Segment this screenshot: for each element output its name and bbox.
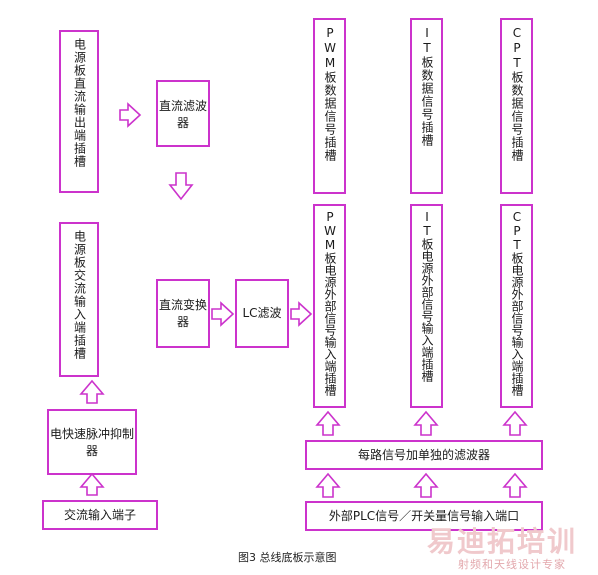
arrow-down-dc-converter (168, 172, 194, 201)
dc-filter-box: 直流滤波器 (156, 80, 210, 147)
dc-filter-label: 直流滤波器 (158, 99, 207, 130)
arrow-right-lc-filter (211, 301, 235, 327)
ac-input-slot-box: 电源板交流输入端插槽 (59, 222, 99, 377)
dc-converter-box: 直流变换器 (156, 279, 210, 348)
ac-input-slot-label: 电源板交流输入端插槽 (72, 230, 87, 360)
pwm-power-slot-box: PWM板电源外部信号输入端插槽 (313, 204, 346, 408)
signal-filter-box: 每路信号加单独的滤波器 (305, 440, 543, 470)
signal-filter-label: 每路信号加单独的滤波器 (357, 448, 490, 462)
cpt-power-slot-label: CPT板电源外部信号输入端插槽 (510, 210, 524, 396)
pwm-data-slot-label: PWM板数据信号插槽 (323, 26, 337, 162)
arrow-up-filter-pwm (315, 472, 341, 498)
arrow-up-ac-slot (79, 379, 105, 404)
pwm-data-slot-box: PWM板数据信号插槽 (313, 18, 346, 194)
lc-filter-label: LC滤波 (242, 306, 282, 320)
ac-input-terminal-box: 交流输入端子 (42, 500, 158, 530)
cpt-data-slot-box: CPT板数据信号插槽 (500, 18, 533, 194)
dc-converter-label: 直流变换器 (158, 298, 207, 329)
arrow-up-suppressor (79, 472, 105, 496)
pulse-suppressor-label: 电快速脉冲抑制器 (49, 427, 134, 458)
it-data-slot-label: IT板数据信号插槽 (420, 26, 434, 147)
ac-input-terminal-label: 交流输入端子 (63, 508, 136, 522)
dc-output-slot-box: 电源板直流输出端插槽 (59, 30, 99, 193)
arrow-up-it-slot (413, 410, 439, 436)
watermark-logo: 易迪拓培训 (427, 525, 578, 558)
dc-output-slot-label: 电源板直流输出端插槽 (72, 38, 87, 168)
plc-input-port-box: 外部PLC信号／开关量信号输入端口 (305, 501, 543, 531)
pwm-power-slot-label: PWM板电源外部信号输入端插槽 (323, 210, 337, 396)
arrow-right-pwm-power (290, 301, 313, 327)
pulse-suppressor-box: 电快速脉冲抑制器 (47, 409, 137, 475)
figure-caption: 图3 总线底板示意图 (238, 551, 337, 564)
it-power-slot-box: IT板电源外部信号输入端插槽 (410, 204, 443, 408)
it-power-slot-label: IT板电源外部信号输入端插槽 (420, 210, 434, 382)
it-data-slot-box: IT板数据信号插槽 (410, 18, 443, 194)
watermark-tagline: 射频和天线设计专家 (458, 558, 566, 571)
arrow-up-cpt-slot (502, 410, 528, 436)
arrow-up-filter-cpt (502, 472, 528, 498)
arrow-up-pwm-slot (315, 410, 341, 436)
arrow-right-dc-filter (119, 102, 142, 128)
cpt-data-slot-label: CPT板数据信号插槽 (510, 26, 524, 162)
lc-filter-box: LC滤波 (235, 279, 289, 348)
plc-input-port-label: 外部PLC信号／开关量信号输入端口 (328, 509, 520, 523)
arrow-up-filter-it (413, 472, 439, 498)
cpt-power-slot-box: CPT板电源外部信号输入端插槽 (500, 204, 533, 408)
